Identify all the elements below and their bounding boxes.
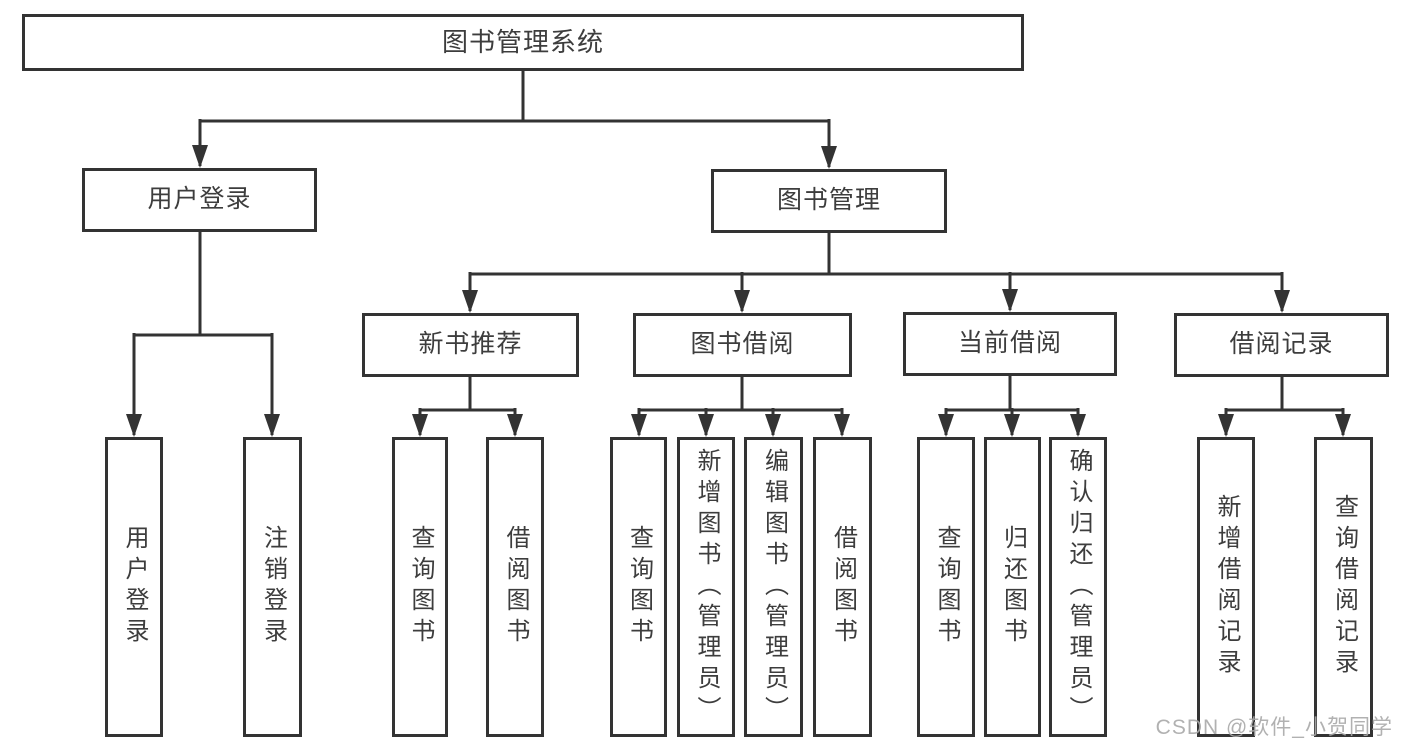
node-library-system: 图书管理系统 bbox=[22, 14, 1024, 71]
leaf-borrow-query-books: 查询图书 bbox=[610, 437, 667, 737]
leaf-logout-label: 注销登录 bbox=[259, 525, 287, 649]
leaf-current-return-books: 归还图书 bbox=[984, 437, 1041, 737]
node-current-borrowing: 当前借阅 bbox=[903, 312, 1117, 376]
csdn-watermark: CSDN @软件_小贺同学 bbox=[1155, 716, 1393, 739]
leaf-logout: 注销登录 bbox=[243, 437, 302, 737]
node-borrowing-records: 借阅记录 bbox=[1174, 313, 1389, 377]
node-book-management: 图书管理 bbox=[711, 169, 947, 233]
node-user-login: 用户登录 bbox=[82, 168, 317, 232]
arrowhead-icons bbox=[126, 145, 1351, 437]
leaf-borrow-add-books-admin: 新增图书（管理员） bbox=[677, 437, 735, 737]
leaf-borrow-query-books-label: 查询图书 bbox=[625, 525, 653, 649]
leaf-newbook-borrow-books-label: 借阅图书 bbox=[502, 525, 529, 649]
leaf-current-query-books: 查询图书 bbox=[917, 437, 975, 737]
leaf-borrow-edit-books-admin: 编辑图书（管理员） bbox=[744, 437, 803, 737]
leaf-newbook-query-books: 查询图书 bbox=[392, 437, 448, 737]
leaf-records-query-record: 查询借阅记录 bbox=[1314, 437, 1373, 737]
connector-paths bbox=[132, 70, 1345, 435]
leaf-current-query-books-label: 查询图书 bbox=[933, 525, 960, 649]
node-new-book-recommend: 新书推荐 bbox=[362, 313, 579, 377]
leaf-newbook-query-books-label: 查询图书 bbox=[407, 525, 434, 649]
leaf-current-confirm-return-admin-label: 确认归还（管理员） bbox=[1065, 447, 1092, 727]
leaf-records-add-record: 新增借阅记录 bbox=[1197, 437, 1255, 737]
leaf-records-query-record-label: 查询借阅记录 bbox=[1330, 494, 1358, 680]
leaf-current-confirm-return-admin: 确认归还（管理员） bbox=[1049, 437, 1107, 737]
leaf-records-add-record-label: 新增借阅记录 bbox=[1213, 494, 1240, 680]
leaf-newbook-borrow-books: 借阅图书 bbox=[486, 437, 544, 737]
node-book-borrowing: 图书借阅 bbox=[633, 313, 852, 377]
leaf-borrow-borrow-books-label: 借阅图书 bbox=[829, 525, 857, 649]
leaf-current-return-books-label: 归还图书 bbox=[999, 525, 1027, 649]
leaf-user-login-label: 用户登录 bbox=[121, 525, 148, 649]
leaf-borrow-add-books-admin-label: 新增图书（管理员） bbox=[693, 447, 720, 727]
leaf-borrow-edit-books-admin-label: 编辑图书（管理员） bbox=[760, 447, 788, 727]
leaf-borrow-borrow-books: 借阅图书 bbox=[813, 437, 872, 737]
leaf-user-login: 用户登录 bbox=[105, 437, 163, 737]
